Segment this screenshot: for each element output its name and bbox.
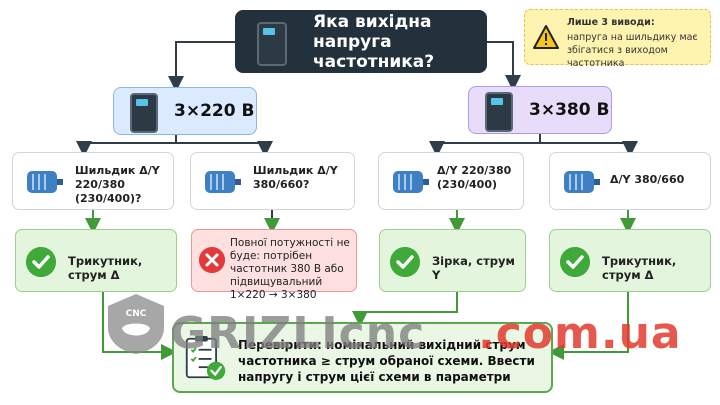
note-line2: напруга на шильдику має збігатися з вихо… <box>567 32 698 69</box>
cross-icon <box>199 247 225 273</box>
motor-label-3: Δ/Y 220/380 (230/400) <box>437 164 512 191</box>
motor-label-4: Δ/Y 380/660 <box>610 173 685 186</box>
checklist-icon <box>185 336 226 380</box>
result-not-possible: Повної потужності не буде: потрібен част… <box>191 229 357 301</box>
watermark-domain: .com.ua <box>478 308 682 359</box>
motor-box-3: Δ/Y 220/380 (230/400) <box>378 152 524 210</box>
warning-icon <box>533 25 559 49</box>
supply-right-label: 3×380 В <box>529 100 610 120</box>
vfd-icon <box>130 93 158 133</box>
check-icon <box>390 247 420 277</box>
supply-3x380: 3×380 В <box>468 86 612 134</box>
supply-left-label: 3×220 В <box>174 101 255 121</box>
warning-note: Лише 3 виводи: напруга на шильдику має з… <box>524 9 711 69</box>
watermark-brand: GRIZLIcnc <box>170 308 426 359</box>
result-delta-left: Трикутник, струм Δ <box>15 229 177 292</box>
motor-box-1: Шильдик Δ/Y 220/380 (230/400)? <box>12 152 174 210</box>
result-delta-right: Трикутник, струм Δ <box>549 229 711 292</box>
check-icon <box>560 247 590 277</box>
result-star: Зірка, струм Y <box>379 229 526 292</box>
vfd-icon <box>257 22 287 66</box>
badge-text: CNC <box>126 309 147 319</box>
motor-box-4: Δ/Y 380/660 <box>549 152 711 210</box>
motor-icon <box>27 171 63 193</box>
motor-icon <box>205 171 241 193</box>
vfd-icon <box>485 92 513 132</box>
motor-label-2: Шильдик Δ/Y 380/660? <box>253 164 338 191</box>
result-label-1: Трикутник, струм Δ <box>68 254 143 282</box>
motor-icon <box>393 171 429 193</box>
question-title: Яка вихідна напруга частотника? <box>313 11 435 72</box>
result-label-4: Трикутник, струм Δ <box>602 254 677 282</box>
note-line1: Лише 3 виводи: <box>567 17 655 28</box>
supply-3x220: 3×220 В <box>113 87 257 135</box>
result-label-2: Повної потужності не буде: потрібен част… <box>230 237 350 301</box>
motor-box-2: Шильдик Δ/Y 380/660? <box>190 152 355 210</box>
cnc-badge-logo: CNC <box>108 294 164 354</box>
question-box: Яка вихідна напруга частотника? <box>235 10 487 73</box>
motor-icon <box>564 171 600 193</box>
check-icon <box>26 247 56 277</box>
result-label-3: Зірка, струм Y <box>432 254 515 282</box>
motor-label-1: Шильдик Δ/Y 220/380 (230/400)? <box>75 164 160 205</box>
final-check-text: Перевірити: номінальний вихідний струм ч… <box>238 338 535 384</box>
final-check-box: Перевірити: номінальний вихідний струм ч… <box>172 322 553 393</box>
